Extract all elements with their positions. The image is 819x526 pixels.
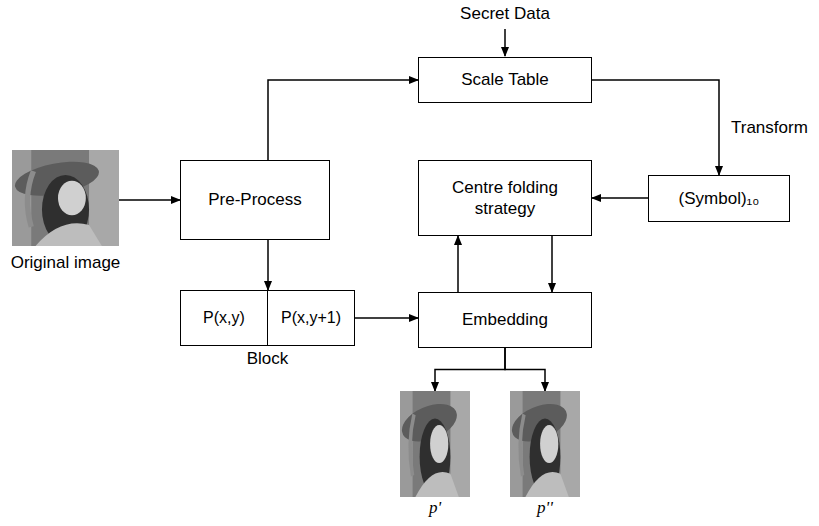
flow-arrow	[355, 317, 418, 319]
flow-arrow	[551, 236, 553, 292]
box-label: Centre folding strategy	[427, 177, 583, 220]
text-holder: (Symbol)₁₀	[649, 184, 789, 213]
input-label: Secret Data	[458, 4, 552, 24]
image-figure: Original image	[12, 150, 119, 246]
portrait-picture	[400, 391, 470, 497]
box-label: Pre-Process	[208, 189, 302, 210]
flow-arrow	[592, 80, 719, 175]
process-box: (Symbol)₁₀	[648, 175, 790, 222]
cell-label: P(x,y)	[203, 308, 245, 328]
block-group: BlockP(x,y)P(x,y+1)	[180, 290, 355, 346]
text-holder: P(x,y+1)	[268, 304, 354, 332]
process-box: Embedding	[418, 292, 592, 348]
input-arrow	[504, 29, 506, 56]
figure-label: p'	[429, 499, 441, 518]
flow-arrow	[435, 348, 505, 391]
figure-label: p''	[537, 499, 553, 518]
text-holder: Scale Table	[419, 65, 591, 94]
box-label: Embedding	[462, 309, 548, 330]
process-box: Scale Table	[418, 57, 592, 103]
figure-label: Original image	[11, 254, 121, 273]
box-label: Scale Table	[461, 69, 549, 90]
text-holder: Centre folding strategy	[419, 173, 591, 224]
image-figure: p'	[400, 391, 470, 497]
text-holder: Embedding	[419, 305, 591, 334]
process-box: Pre-Process	[180, 160, 330, 240]
portrait-picture	[12, 150, 119, 246]
group-label: Block	[247, 350, 289, 369]
text-holder: P(x,y)	[181, 304, 267, 332]
text-holder: Pre-Process	[181, 185, 329, 214]
edge-label: Transform	[729, 118, 810, 138]
pixel-cell: P(x,y)	[181, 291, 268, 345]
image-figure: p''	[510, 391, 580, 497]
cell-label: P(x,y+1)	[281, 308, 341, 328]
flow-arrow	[505, 348, 545, 391]
pixel-cell: P(x,y+1)	[268, 291, 354, 345]
flow-arrow	[119, 199, 180, 201]
box-label: (Symbol)₁₀	[679, 188, 760, 209]
flow-arrow	[457, 236, 459, 292]
flow-arrow	[267, 240, 269, 290]
process-box: Centre folding strategy	[418, 160, 592, 236]
flow-arrow	[592, 197, 648, 199]
portrait-picture	[510, 391, 580, 497]
flow-arrow	[268, 80, 418, 160]
